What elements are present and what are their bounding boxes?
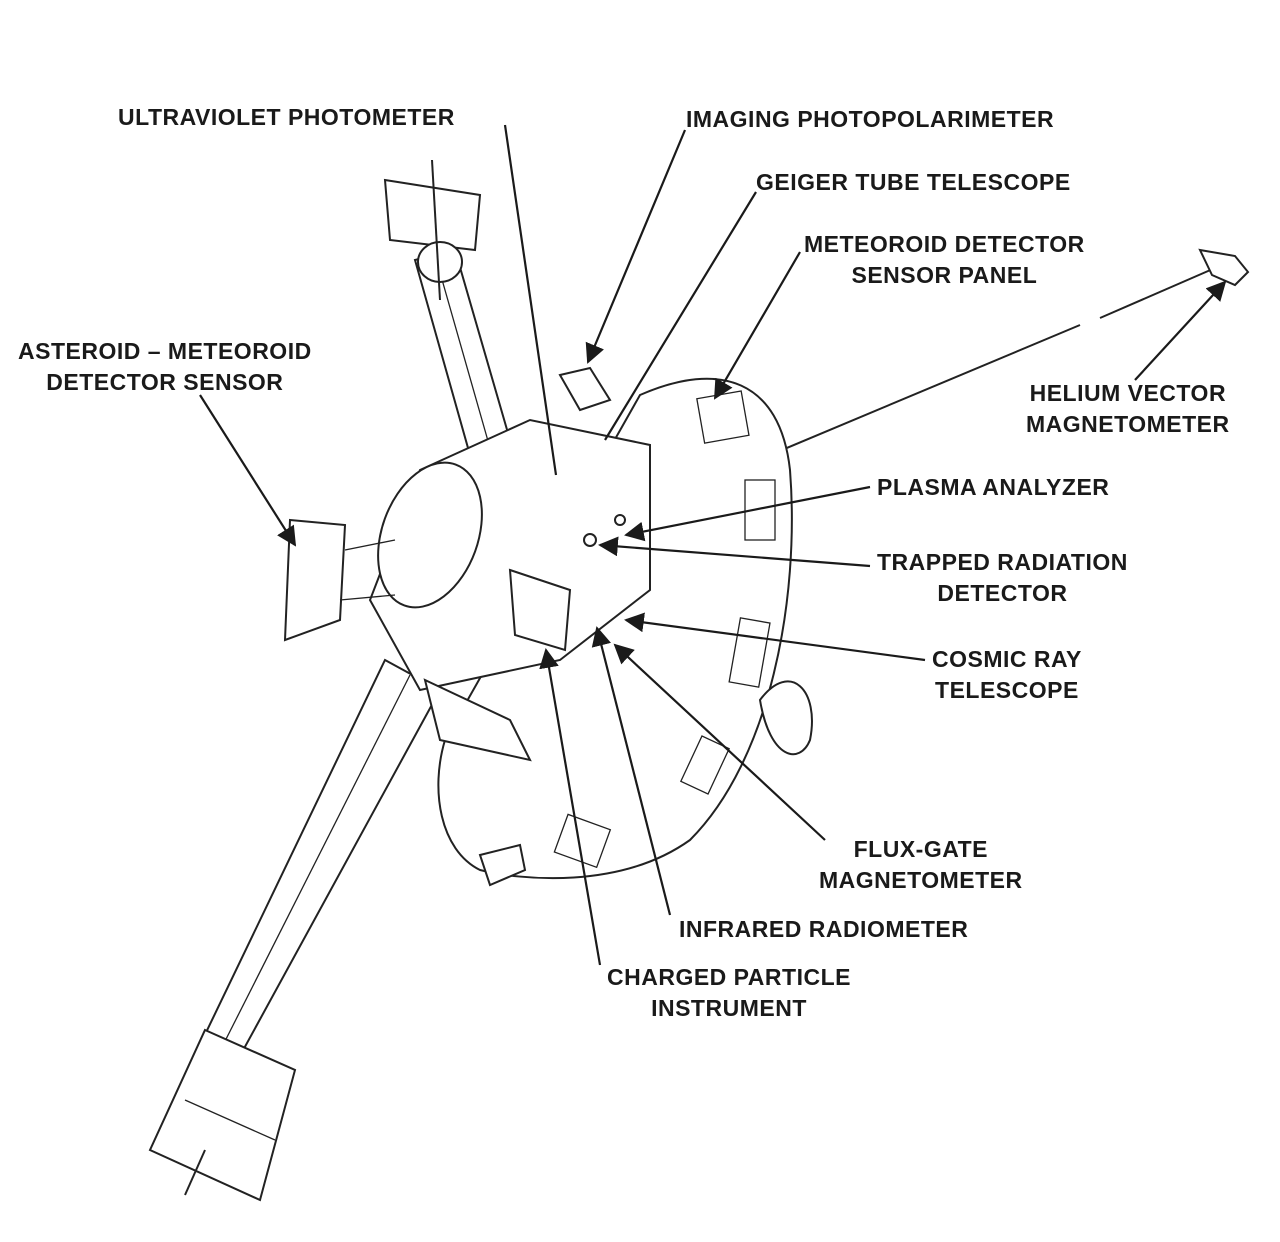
leader-ultraviolet-photometer bbox=[503, 124, 558, 476]
label-plasma-analyzer: PLASMA ANALYZER bbox=[877, 472, 1109, 503]
label-line: INSTRUMENT bbox=[651, 995, 807, 1021]
label-helium-vector: HELIUM VECTOR MAGNETOMETER bbox=[1026, 378, 1230, 440]
leader-flux-gate bbox=[613, 643, 826, 841]
label-charged-particle: CHARGED PARTICLE INSTRUMENT bbox=[607, 962, 851, 1024]
label-line: ASTEROID – METEOROID bbox=[18, 338, 312, 364]
leader-trapped-radiation bbox=[598, 536, 871, 568]
label-trapped-radiation: TRAPPED RADIATION DETECTOR bbox=[877, 547, 1128, 609]
leader-infrared-radiometer bbox=[591, 626, 672, 916]
rtg-boom-lower bbox=[148, 658, 442, 1202]
label-asteroid-meteoroid: ASTEROID – METEOROID DETECTOR SENSOR bbox=[18, 336, 312, 398]
leader-cosmic-ray bbox=[624, 612, 926, 662]
label-line: DETECTOR bbox=[937, 580, 1068, 606]
label-line: MAGNETOMETER bbox=[1026, 411, 1230, 437]
label-line: CHARGED PARTICLE bbox=[607, 964, 851, 990]
label-infrared-radiometer: INFRARED RADIOMETER bbox=[679, 914, 968, 945]
label-line: PLASMA ANALYZER bbox=[877, 474, 1110, 500]
label-line: SENSOR PANEL bbox=[851, 262, 1038, 288]
label-line: TELESCOPE bbox=[935, 677, 1079, 703]
label-imaging-photopolarimeter: IMAGING PHOTOPOLARIMETER bbox=[686, 104, 1054, 135]
label-line: TRAPPED RADIATION bbox=[877, 549, 1128, 575]
leader-plasma-analyzer bbox=[624, 485, 871, 542]
label-line: GEIGER TUBE TELESCOPE bbox=[756, 169, 1071, 195]
label-cosmic-ray: COSMIC RAY TELESCOPE bbox=[932, 644, 1082, 706]
label-line: COSMIC RAY bbox=[932, 646, 1082, 672]
leader-helium-vector bbox=[1134, 280, 1227, 381]
label-line: METEOROID DETECTOR bbox=[804, 231, 1085, 257]
label-line: MAGNETOMETER bbox=[819, 867, 1023, 893]
label-line: IMAGING PHOTOPOLARIMETER bbox=[686, 106, 1055, 132]
label-line: FLUX-GATE bbox=[853, 836, 989, 862]
label-geiger-tube-telescope: GEIGER TUBE TELESCOPE bbox=[756, 167, 1071, 198]
label-meteoroid-detector: METEOROID DETECTOR SENSOR PANEL bbox=[804, 229, 1085, 291]
leader-asteroid-meteoroid bbox=[199, 394, 297, 547]
label-line: DETECTOR SENSOR bbox=[46, 369, 284, 395]
label-ultraviolet-photometer: ULTRAVIOLET PHOTOMETER bbox=[118, 102, 455, 133]
spacecraft-body bbox=[283, 366, 651, 887]
leader-geiger-tube-telescope bbox=[604, 191, 757, 441]
leader-charged-particle bbox=[539, 648, 602, 966]
label-line: ULTRAVIOLET PHOTOMETER bbox=[118, 104, 455, 130]
leader-meteoroid-detector bbox=[714, 251, 801, 400]
label-line: HELIUM VECTOR bbox=[1029, 380, 1227, 406]
label-line: INFRARED RADIOMETER bbox=[679, 916, 969, 942]
leader-lines bbox=[199, 124, 1227, 966]
leader-imaging-photopolarimeter bbox=[585, 129, 687, 364]
label-flux-gate: FLUX-GATE MAGNETOMETER bbox=[819, 834, 1023, 896]
rtg-boom-upper bbox=[383, 159, 512, 457]
